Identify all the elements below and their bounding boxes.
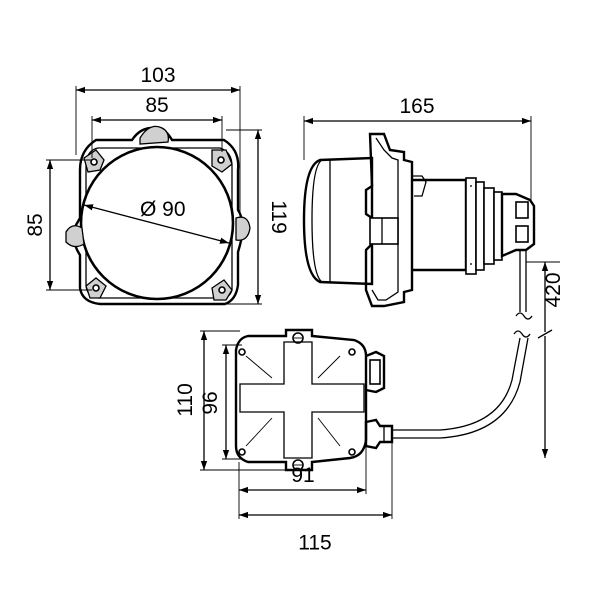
dim-ballast-width-inner: 91 bbox=[291, 464, 314, 487]
dim-front-width-outer: 103 bbox=[140, 64, 175, 87]
ballast-cable-gland bbox=[364, 418, 394, 450]
ballast-body bbox=[234, 328, 368, 472]
side-connector bbox=[500, 192, 536, 258]
ballast-view: 110 96 91 115 bbox=[174, 328, 531, 554]
dim-ballast-width-outer: 115 bbox=[298, 531, 331, 554]
ballast-cable bbox=[392, 337, 521, 431]
front-lens-circle bbox=[79, 145, 235, 301]
side-socket-ring-1 bbox=[465, 177, 477, 275]
adjuster-left bbox=[65, 225, 85, 248]
diameter-label: Ø 90 bbox=[140, 198, 186, 221]
adjuster-top bbox=[139, 125, 170, 145]
ballast-cross-rib bbox=[239, 341, 365, 459]
side-socket-ring-2 bbox=[475, 181, 485, 271]
dim-front-height-inner: 85 bbox=[24, 213, 47, 236]
side-lens-body bbox=[302, 156, 374, 286]
mounting-lug-bottom-right bbox=[211, 279, 233, 301]
mounting-lug-bottom-left bbox=[85, 277, 107, 299]
diameter-line bbox=[83, 204, 230, 244]
ballast-screw-4 bbox=[348, 348, 356, 356]
dim-cable-length: 420 bbox=[542, 272, 565, 307]
side-view: 165 420 bbox=[302, 95, 565, 458]
ballast-screw-3 bbox=[238, 348, 246, 356]
side-socket-ring-3 bbox=[483, 187, 495, 265]
dim-ballast-height-outer: 110 bbox=[174, 383, 197, 416]
front-view: Ø 90 103 85 85 119 bbox=[24, 64, 290, 306]
side-housing bbox=[412, 178, 468, 272]
dim-front-height-outer: 119 bbox=[267, 200, 290, 233]
adjuster-right bbox=[235, 216, 251, 241]
ballast-screw-6 bbox=[348, 448, 356, 456]
dim-ballast-height-inner: 96 bbox=[199, 391, 222, 414]
dim-front-width-inner: 85 bbox=[145, 94, 168, 117]
ballast-screw-5 bbox=[238, 448, 246, 456]
mounting-lug-top-left bbox=[83, 149, 105, 173]
side-mounting-flange bbox=[364, 132, 414, 308]
dim-side-length: 165 bbox=[399, 95, 434, 118]
mounting-lug-top-right bbox=[211, 149, 233, 173]
side-clip bbox=[412, 175, 427, 197]
side-cable-stub bbox=[519, 250, 527, 312]
ballast-top-connector bbox=[365, 350, 386, 394]
